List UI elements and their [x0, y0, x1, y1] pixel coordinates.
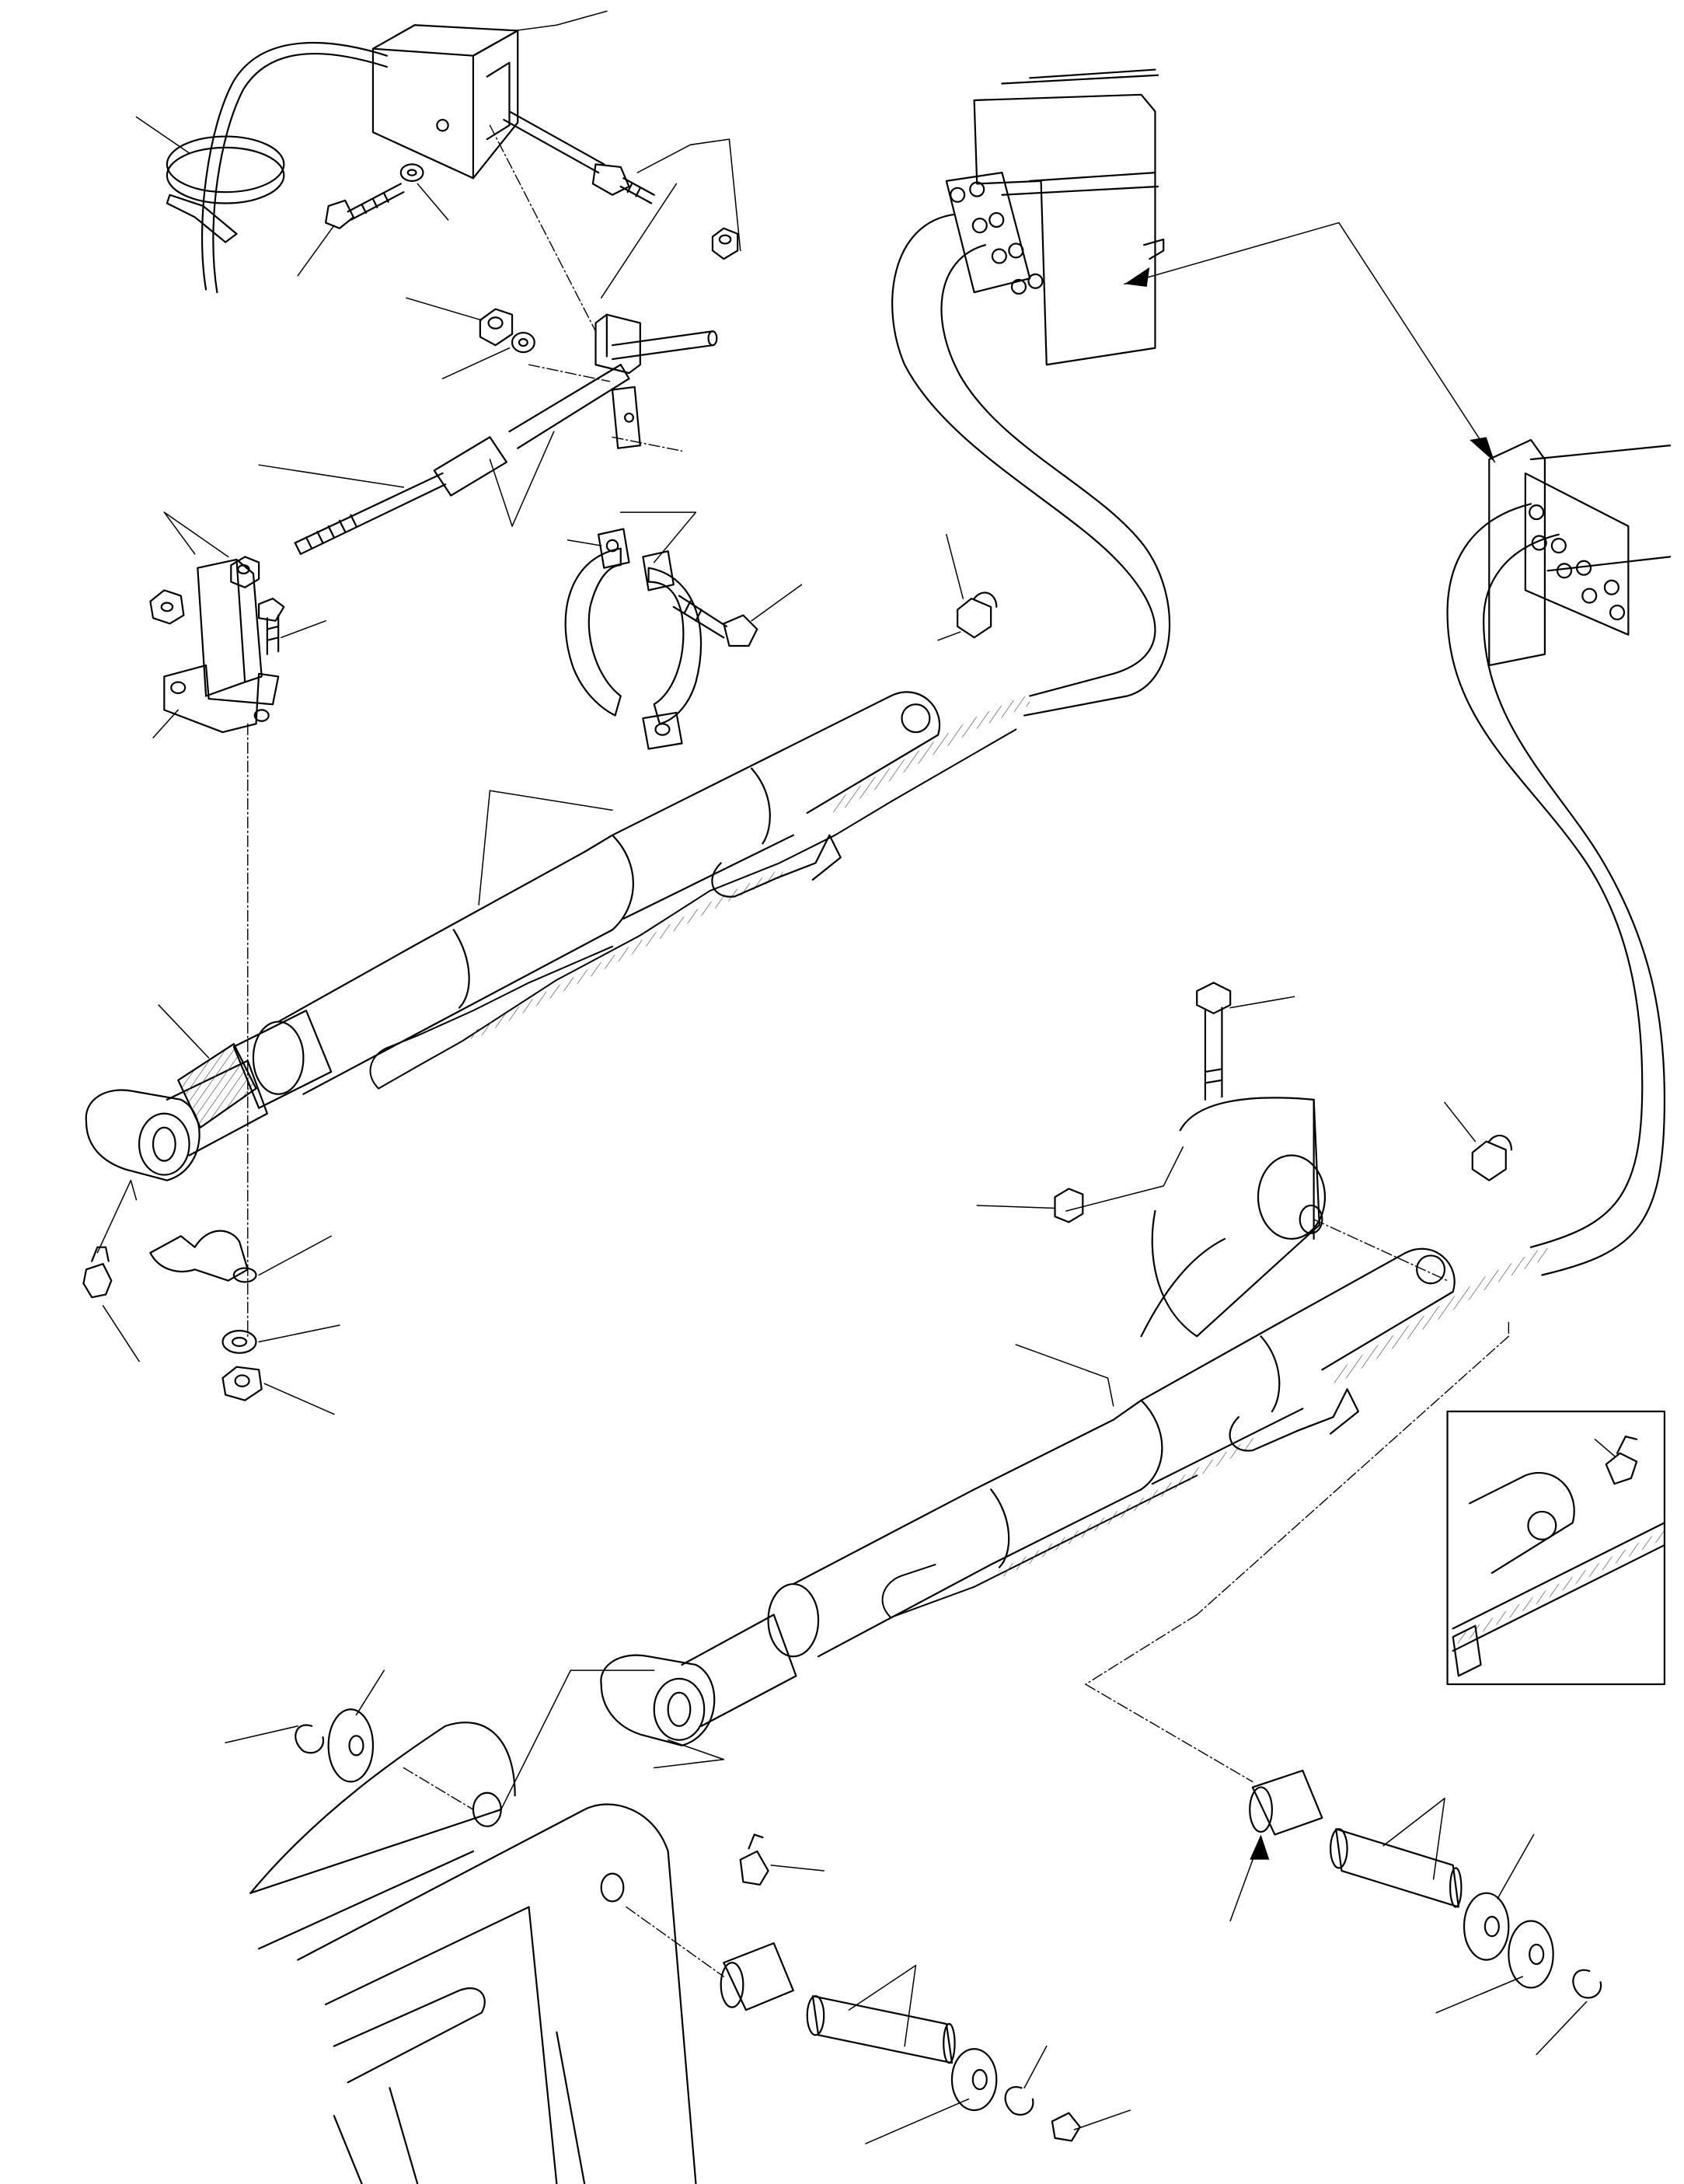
- hose: [370, 702, 1024, 1089]
- snap-ring: [1573, 1970, 1601, 1998]
- rod: [295, 315, 717, 554]
- hose: [892, 215, 1665, 1275]
- upper-cylinder: [86, 692, 940, 1180]
- bulkhead-block: [1489, 440, 1670, 665]
- screw: [593, 164, 654, 203]
- nut: [150, 590, 183, 623]
- nut: [223, 1367, 262, 1401]
- clamp: [150, 1231, 256, 1282]
- snap-ring: [1006, 2087, 1034, 2115]
- elbow-fitting: [957, 593, 996, 638]
- bulkhead-block: [947, 70, 1163, 365]
- screw: [674, 596, 757, 646]
- pin: [807, 1996, 955, 2063]
- boom-arm: [250, 1722, 696, 2184]
- grease-nipple: [83, 1247, 111, 1297]
- flat-washer: [1508, 1921, 1553, 1987]
- leader-lines: [97, 11, 1614, 2144]
- nut: [231, 556, 259, 587]
- nut: [1055, 1188, 1083, 1222]
- clamp: [566, 529, 701, 749]
- washer: [401, 164, 424, 180]
- nut: [713, 229, 737, 259]
- center-lines: [248, 125, 1509, 1976]
- nut: [480, 309, 512, 346]
- flat-washer: [329, 1709, 373, 1781]
- washer: [223, 1331, 256, 1353]
- lower-cylinder: [601, 1249, 1454, 1746]
- flat-washer: [1464, 1893, 1508, 1960]
- u-bolt-bracket: [164, 560, 278, 732]
- bushing: [1250, 1771, 1322, 1834]
- cable: [202, 43, 387, 292]
- cable: [504, 111, 604, 173]
- pin: [1330, 1829, 1461, 1907]
- detail-inset: [1448, 1411, 1665, 1684]
- snap-ring: [295, 1725, 323, 1753]
- junction-box: [373, 25, 518, 178]
- elbow-fitting: [1473, 1136, 1511, 1181]
- grease-nipple: [741, 1834, 769, 1884]
- washer: [512, 333, 535, 352]
- screw: [1197, 982, 1230, 1099]
- flat-washer: [952, 2049, 996, 2110]
- cable-tie: [167, 137, 284, 242]
- grease-nipple: [1052, 2113, 1080, 2141]
- screw: [326, 183, 403, 228]
- screw: [259, 598, 284, 654]
- arrowheads: [1124, 267, 1495, 1860]
- boom-arm: [1142, 1097, 1325, 1336]
- hose: [883, 1253, 1545, 1617]
- bushing: [721, 1943, 793, 2010]
